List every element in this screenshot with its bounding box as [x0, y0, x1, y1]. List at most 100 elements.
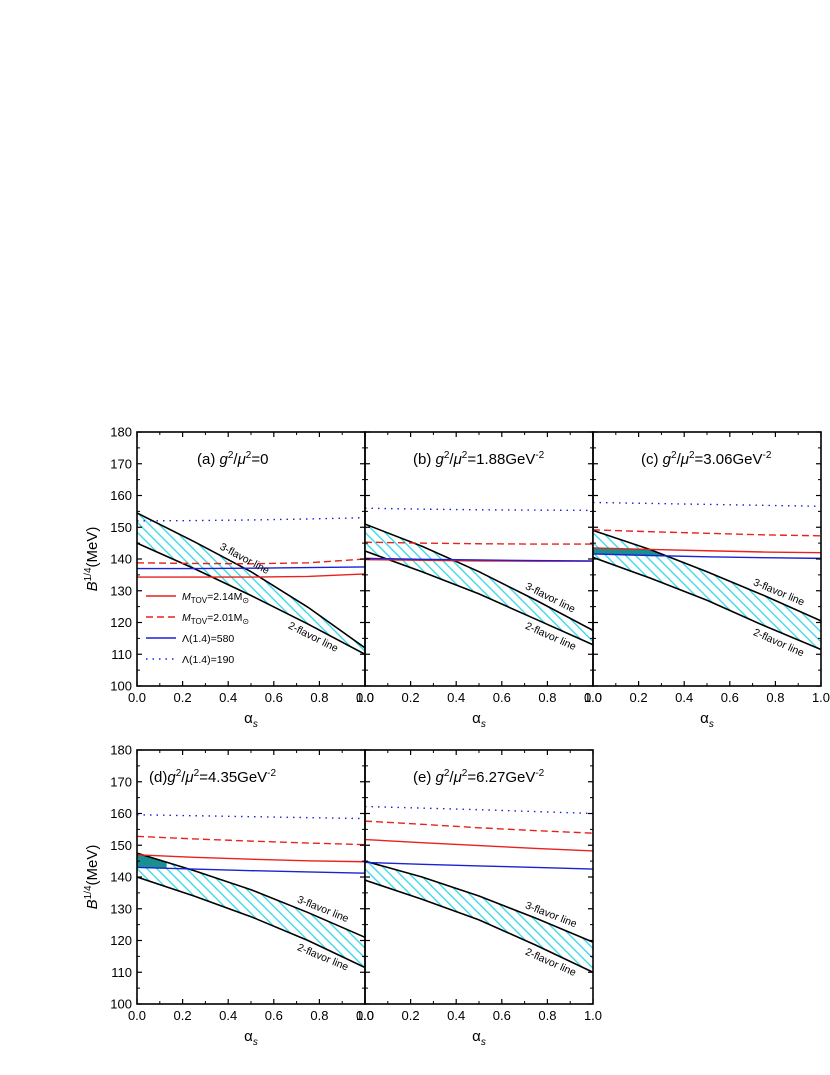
- ticks: [364, 749, 594, 1005]
- x-tick-label: 0.4: [447, 1008, 465, 1023]
- series-line-1: [137, 573, 365, 578]
- x-tick-label: 0.0: [128, 690, 146, 705]
- plot-area: [137, 512, 365, 655]
- series-line-2: [365, 541, 593, 545]
- legend-label: MTOV=2.14M⊙: [182, 591, 249, 605]
- series-line-4: [137, 517, 365, 522]
- two-flavor-line: [593, 556, 821, 651]
- y-tick-label: 100: [110, 997, 132, 1012]
- panel-title: (e) g2/μ2=6.27GeV-2: [413, 768, 545, 786]
- series-line-3: [137, 866, 365, 874]
- three-flavor-line: [365, 523, 593, 632]
- y-tick-label: 130: [110, 901, 132, 916]
- y-tick-label: 170: [110, 456, 132, 471]
- x-tick-label: 0.0: [356, 1008, 374, 1023]
- plot-area: [593, 501, 821, 651]
- series-line-1: [137, 854, 365, 863]
- series-line-2: [137, 558, 365, 565]
- series-line-4: [593, 501, 821, 507]
- ticks: [364, 431, 594, 687]
- allowed-band: [137, 512, 365, 655]
- y-axis-label: B1/4(MeV): [83, 845, 101, 910]
- series-line-3: [593, 553, 821, 560]
- x-tick-label: 0.8: [538, 690, 556, 705]
- x-axis-label: αs: [472, 710, 486, 730]
- y-axis-label: B1/4(MeV): [83, 527, 101, 592]
- series-line-4: [365, 805, 593, 815]
- x-tick-label: 1.0: [584, 1008, 602, 1023]
- y-tick-label: 140: [110, 552, 132, 567]
- two-flavor-line: [137, 876, 365, 969]
- y-tick-label: 100: [110, 679, 132, 694]
- y-tick-label: 140: [110, 870, 132, 885]
- y-tick-label: 180: [110, 425, 132, 440]
- x-tick-label: 0.6: [265, 1008, 283, 1023]
- x-tick-label: 0.0: [356, 690, 374, 705]
- x-tick-label: 0.6: [721, 690, 739, 705]
- x-tick-label: 0.2: [402, 1008, 420, 1023]
- overlap-region: [137, 854, 167, 869]
- x-tick-label: 1.0: [812, 690, 830, 705]
- x-axis-label: αs: [472, 1028, 486, 1048]
- plot-area: [137, 814, 365, 969]
- series-line-2: [137, 835, 365, 846]
- series-line-3: [365, 861, 593, 870]
- panel-title: (b) g2/μ2=1.88GeV-2: [413, 450, 545, 468]
- series-line-3: [137, 566, 365, 570]
- legend-label: Λ(1.4)=190: [182, 654, 234, 666]
- panel-title: (a) g2/μ2=0: [197, 450, 268, 468]
- series-line-4: [137, 814, 365, 820]
- x-tick-label: 0.4: [219, 1008, 237, 1023]
- three-flavor-line: [137, 852, 365, 939]
- x-tick-label: 1.0: [356, 690, 374, 705]
- y-tick-label: 110: [111, 647, 132, 662]
- x-tick-label: 0.8: [538, 1008, 556, 1023]
- allowed-band: [137, 853, 365, 968]
- x-tick-label: 0.2: [630, 690, 648, 705]
- x-tick-label: 0.2: [402, 690, 420, 705]
- y-tick-label: 170: [110, 774, 132, 789]
- allowed-band: [593, 530, 821, 650]
- two-flavor-line: [137, 542, 365, 655]
- y-tick-label: 110: [111, 965, 132, 980]
- legend-label: Λ(1.4)=580: [182, 633, 234, 645]
- x-tick-label: 0.8: [766, 690, 784, 705]
- two-flavor-line: [365, 879, 593, 973]
- panel-title: (d)g2/μ2=4.35GeV-2: [149, 768, 277, 786]
- x-axis-label: αs: [244, 1028, 258, 1048]
- three-flavor-line: [137, 512, 365, 649]
- y-tick-label: 160: [110, 488, 132, 503]
- x-tick-label: 1.0: [584, 690, 602, 705]
- panel-title: (c) g2/μ2=3.06GeV-2: [641, 450, 772, 468]
- x-tick-label: 0.0: [584, 690, 602, 705]
- y-tick-label: 120: [110, 615, 132, 630]
- three-flavor-line: [365, 860, 593, 943]
- y-tick-label: 150: [110, 838, 132, 853]
- y-tick-label: 130: [110, 583, 132, 598]
- series-line-2: [593, 529, 821, 537]
- x-tick-label: 0.2: [174, 1008, 192, 1023]
- x-tick-label: 0.8: [310, 690, 328, 705]
- allowed-band: [365, 524, 593, 645]
- y-tick-label: 150: [110, 520, 132, 535]
- ticks: [592, 431, 822, 687]
- x-tick-label: 0.6: [493, 1008, 511, 1023]
- plot-area: [365, 805, 593, 973]
- x-axis-label: αs: [700, 710, 714, 730]
- x-tick-label: 0.2: [174, 690, 192, 705]
- legend-label: MTOV=2.01M⊙: [182, 612, 249, 626]
- y-tick-label: 120: [110, 933, 132, 948]
- x-tick-label: 0.6: [493, 690, 511, 705]
- x-tick-label: 0.4: [219, 690, 237, 705]
- series-line-2: [365, 820, 593, 834]
- x-tick-label: 0.6: [265, 690, 283, 705]
- legend: MTOV=2.14M⊙ MTOV=2.01M⊙ Λ(1.4)=580Λ(1.4)=1…: [146, 591, 249, 666]
- two-flavor-line: [365, 550, 593, 646]
- series-line-1: [365, 838, 593, 852]
- x-tick-label: 0.4: [447, 690, 465, 705]
